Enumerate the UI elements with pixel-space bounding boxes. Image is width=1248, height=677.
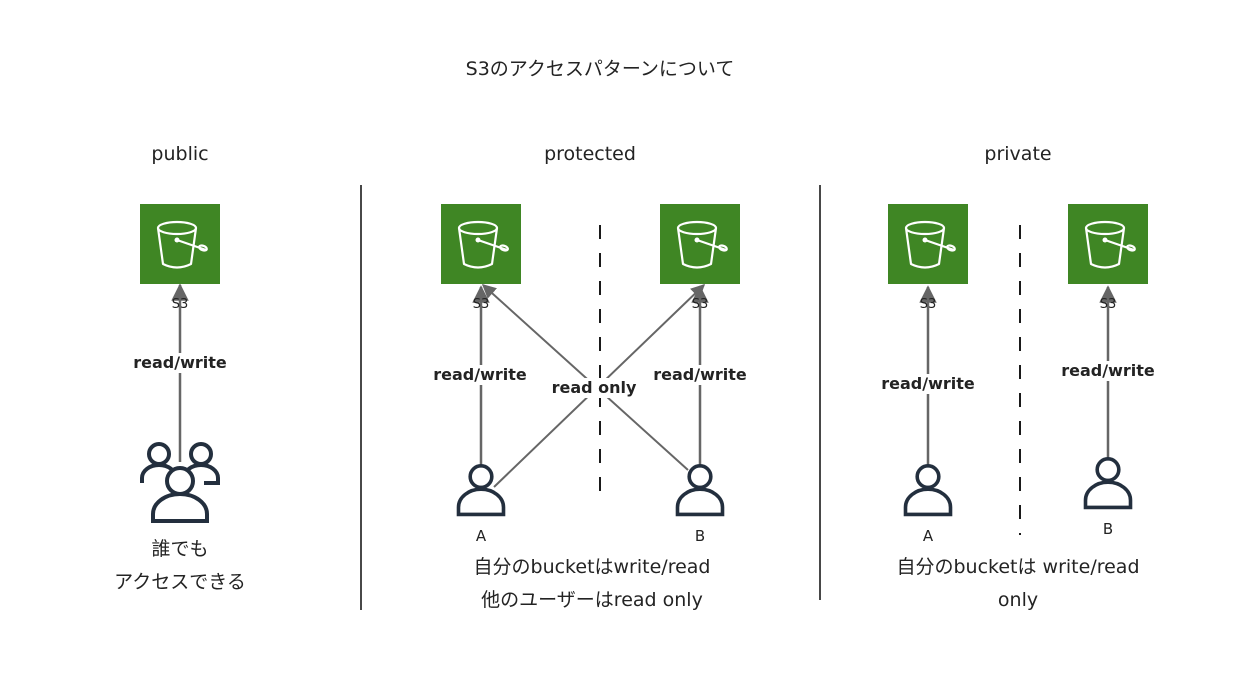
edge-label-public-readwrite: read/write [131,353,229,373]
caption-line: 他のユーザーはread only [481,589,703,611]
edge-label-protected-b-readwrite: read/write [651,365,749,385]
s3-bucket-icon [1068,204,1148,284]
s3-bucket-icon [441,204,521,284]
arrow-protected-b-to-a-readonly [481,284,689,471]
section-heading-protected: protected [544,143,636,165]
user-label-a: A [922,527,934,545]
diagram-title: S3のアクセスパターンについて [465,58,735,80]
edge-label-private-a-readwrite: read/write [879,374,977,394]
edge-label-protected-a-readwrite: read/write [431,365,529,385]
user-icon [456,464,506,517]
caption-line: 自分のbucketは write/read [896,556,1140,578]
section-heading-public: public [151,143,209,165]
caption-public: 誰でも アクセスできる [114,533,246,599]
edge-label-private-b-readwrite: read/write [1059,361,1157,381]
s3-label: S3 [1099,297,1117,312]
s3-bucket-icon [660,204,740,284]
user-label-b: B [1102,520,1114,538]
caption-protected: 自分のbucketはwrite/read 他のユーザーはread only [474,551,711,617]
user-icon [675,464,725,517]
s3-label: S3 [472,297,490,312]
caption-line: only [997,589,1039,611]
user-label-b: B [694,527,706,545]
users-group-icon [140,442,220,523]
s3-label: S3 [171,297,189,312]
section-heading-private: private [984,143,1052,165]
caption-line: 誰でも [151,538,209,560]
caption-line: 自分のbucketはwrite/read [473,556,711,578]
s3-label: S3 [691,297,709,312]
caption-line: アクセスできる [114,571,246,593]
s3-label: S3 [919,297,937,312]
edge-label-protected-readonly: read only [549,378,639,398]
user-icon [903,464,953,517]
s3-bucket-icon [888,204,968,284]
user-icon [1083,457,1133,510]
caption-private: 自分のbucketは write/read only [896,551,1139,617]
user-label-a: A [475,527,487,545]
s3-bucket-icon [140,204,220,284]
